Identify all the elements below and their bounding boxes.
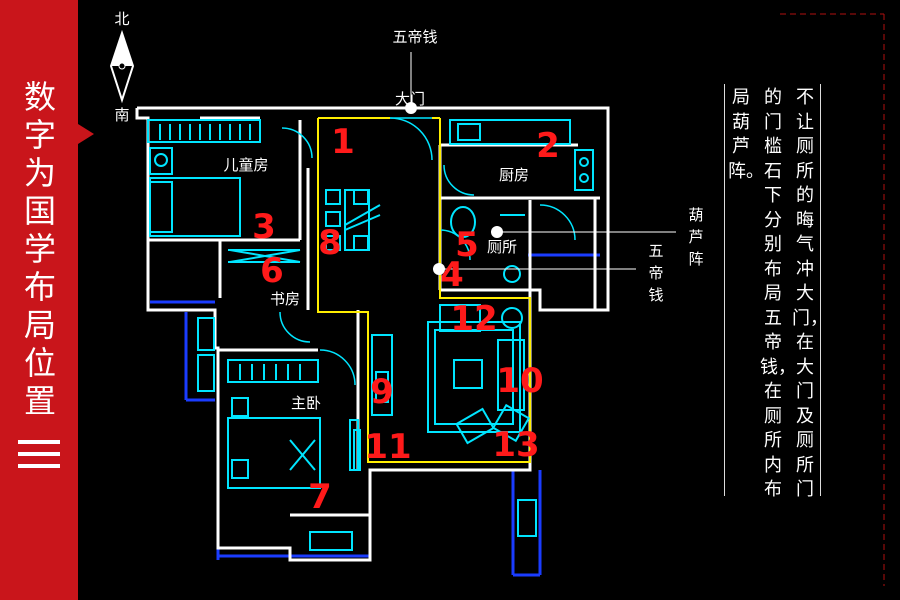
marker-gourd (491, 226, 503, 238)
marker-toilet-door (433, 263, 445, 275)
compass-icon (109, 29, 135, 104)
sidebar: 数字为国学布局位置 (0, 0, 78, 600)
label-master-bedroom: 主卧 (291, 394, 321, 412)
label-main-door: 大门 (395, 90, 425, 108)
label-toilet: 厕所 (487, 238, 517, 256)
position-number-9: 9 (370, 372, 394, 412)
label-study: 书房 (270, 290, 300, 308)
compass-north: 北 (114, 10, 129, 28)
position-number-10: 10 (496, 361, 543, 401)
door-arcs (279, 117, 576, 386)
menu-bars-icon (18, 440, 60, 468)
zone-outline (317, 117, 531, 463)
position-number-1: 1 (331, 122, 355, 162)
position-number-6: 6 (260, 251, 284, 291)
position-number-4: 4 (440, 255, 464, 295)
description-col-2: 的门槛石下分别布局五帝钱，在厕所内布 (760, 87, 796, 500)
furniture (147, 119, 594, 551)
sidebar-title: 数字为国学布局位置 (23, 78, 56, 420)
position-number-5: 5 (455, 225, 479, 265)
position-number-13: 13 (492, 425, 539, 465)
label-gourd-array: 葫芦阵 (688, 206, 703, 268)
windows (150, 253, 600, 577)
description-col-1: 不让厕所的晦气冲大门，在大门及厕所门 (792, 87, 828, 500)
label-five-coins-top: 五帝钱 (392, 28, 437, 46)
description-rule-left (724, 84, 725, 496)
position-number-8: 8 (318, 223, 342, 263)
position-number-12: 12 (450, 299, 497, 339)
corner-frame (780, 13, 885, 586)
position-number-3: 3 (252, 207, 276, 247)
position-number-7: 7 (308, 477, 332, 517)
label-kitchen: 厨房 (499, 166, 529, 184)
description-rule-right (820, 84, 821, 496)
description-col-3: 局葫芦阵。 (728, 87, 764, 182)
position-number-2: 2 (536, 126, 560, 166)
sidebar-arrow-icon (78, 124, 94, 144)
label-five-coins-right: 五帝钱 (648, 242, 663, 304)
compass-south: 南 (114, 106, 129, 124)
marker-main-door (405, 102, 417, 114)
position-number-11: 11 (364, 427, 411, 467)
label-children-room: 儿童房 (223, 156, 268, 174)
